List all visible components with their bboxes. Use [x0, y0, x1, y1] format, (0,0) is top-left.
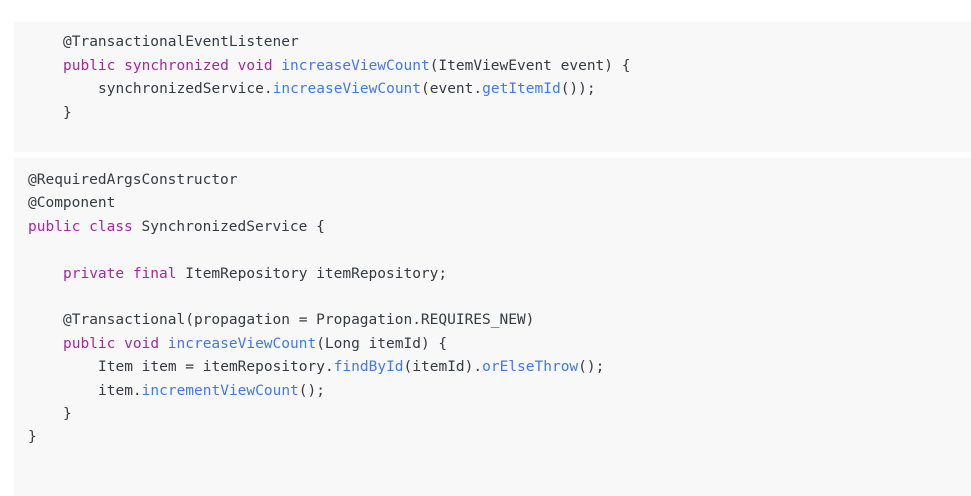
code-line: @Component: [28, 193, 115, 213]
code-line: @RequiredArgsConstructor: [28, 170, 238, 190]
code-line: item.incrementViewCount();: [98, 381, 325, 401]
code-text: (Long itemId) {: [316, 335, 448, 352]
code-text: ();: [578, 359, 605, 376]
code-keyword: public: [63, 57, 116, 74]
code-line: }: [28, 427, 37, 447]
code-text: @TransactionalEventListener: [63, 34, 299, 50]
code-text: }: [63, 406, 72, 422]
code-text: (event.: [421, 81, 483, 97]
code-text: @Component: [28, 195, 116, 212]
code-text: Item item = itemRepository.: [98, 359, 334, 376]
code-text: [115, 58, 124, 74]
code-text: (itemId).: [403, 359, 483, 376]
code-keyword: class: [89, 218, 133, 235]
code-text: [115, 336, 124, 352]
code-keyword: final: [132, 265, 177, 282]
code-keyword: private: [63, 265, 125, 282]
code-line: @Transactional(propagation = Propagation…: [63, 310, 534, 330]
code-method-name: increaseViewCount: [167, 335, 317, 352]
code-method-name: getItemId: [482, 81, 561, 97]
code-keyword: public: [63, 335, 116, 352]
code-text: [229, 58, 238, 74]
code-text: }: [63, 104, 72, 121]
code-text: ();: [298, 382, 325, 399]
code-text: SynchronizedService {: [132, 218, 325, 235]
code-line: public synchronized void increaseViewCou…: [63, 56, 630, 76]
code-line: }: [63, 103, 72, 123]
code-text: ());: [560, 81, 596, 97]
code-text: item.: [98, 382, 142, 399]
code-text: [159, 336, 168, 352]
code-method-name: increaseViewCount: [281, 57, 430, 74]
code-text: }: [28, 429, 37, 446]
code-keyword: public: [28, 218, 81, 235]
code-text: @RequiredArgsConstructor: [28, 172, 238, 188]
code-text: [124, 266, 133, 282]
code-text: @Transactional(propagation = Propagation…: [63, 312, 535, 329]
code-line: private final ItemRepository itemReposit…: [63, 264, 447, 284]
code-line: @TransactionalEventListener: [63, 32, 299, 52]
code-line: synchronizedService.increaseViewCount(ev…: [98, 79, 596, 99]
code-line: public void increaseViewCount(Long itemI…: [63, 334, 447, 354]
code-text: [80, 219, 89, 235]
code-text: (ItemViewEvent event) {: [429, 57, 631, 74]
code-method-name: findById: [333, 359, 404, 376]
code-block-service: @RequiredArgsConstructor @Component public…: [14, 158, 971, 496]
code-method-name: orElseThrow: [482, 359, 579, 376]
code-line: public class SynchronizedService {: [28, 217, 325, 237]
code-text: synchronizedService.: [98, 81, 273, 97]
code-method-name: increaseViewCount: [272, 81, 422, 97]
code-keyword: synchronized: [124, 57, 229, 74]
code-line: }: [63, 404, 72, 424]
code-line: Item item = itemRepository.findById(item…: [98, 357, 604, 377]
code-keyword: void: [237, 57, 273, 74]
code-method-name: incrementViewCount: [141, 382, 299, 399]
code-keyword: void: [124, 335, 160, 352]
code-text: [273, 58, 282, 74]
code-block-listener: @TransactionalEventListener public synchr…: [14, 22, 971, 152]
code-text: ItemRepository itemRepository;: [176, 265, 448, 282]
